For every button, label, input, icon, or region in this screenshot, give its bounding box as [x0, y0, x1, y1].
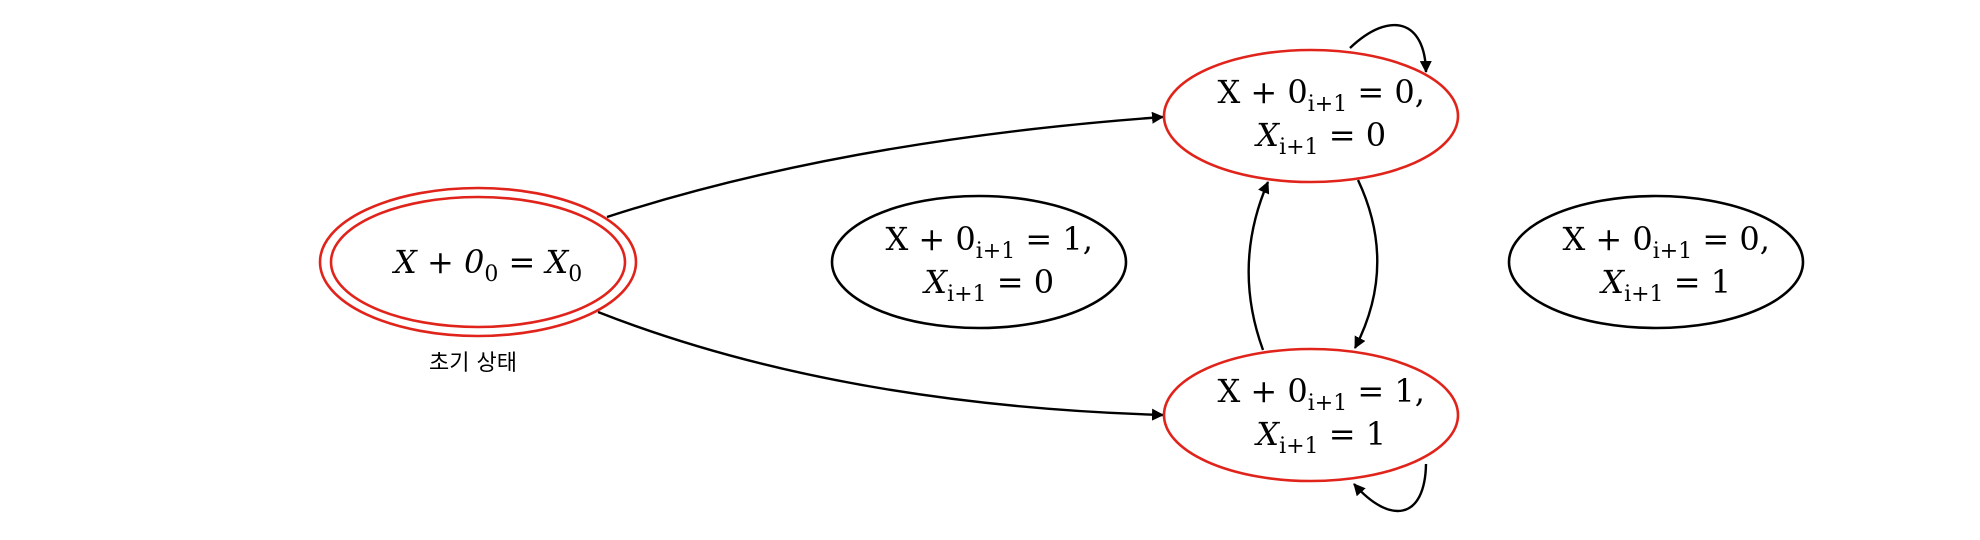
s10-line1-sub: i+1 [976, 239, 1015, 264]
s00-line1-sub: i+1 [1308, 92, 1347, 117]
s01-line1-sub: i+1 [1653, 239, 1692, 264]
state-s00-line2: Xi+1 = 0 [1185, 116, 1437, 160]
s11-line2-post: = 1 [1319, 415, 1387, 453]
s10-line1-post: = 1, [1015, 220, 1093, 258]
state-s11-line2: Xi+1 = 1 [1185, 415, 1437, 459]
state-s11-line1: X + 0i+1 = 1, [1146, 372, 1476, 416]
s01-line1-post: = 0, [1692, 220, 1770, 258]
s01-line1-pre: X + 0 [1562, 220, 1652, 258]
edge-s11-to-s00 [1247, 181, 1270, 351]
s00-line2-post: = 0 [1319, 116, 1387, 154]
s10-line1-pre: X + 0 [885, 220, 975, 258]
initial-state-caption: 초기 상태 [429, 351, 517, 376]
s11-line2-sub: i+1 [1279, 434, 1318, 459]
s00-line1-pre: X + 0 [1217, 73, 1307, 111]
s10-line2-pre: X [921, 263, 948, 301]
state-initial-label: X + 00 = X0 [323, 243, 633, 289]
edge-initial-to-s11 [597, 310, 1164, 421]
s11-line1-sub: i+1 [1308, 391, 1347, 416]
edge-s00-to-s11 [1353, 179, 1379, 349]
edge-s00-self-loop [1349, 23, 1432, 73]
initial-lhs-sub: 0 [484, 262, 498, 287]
s01-line2-pre: X [1598, 263, 1625, 301]
state-initial-inner-ring [329, 195, 627, 329]
s10-line2-sub: i+1 [947, 282, 986, 307]
s11-line2-pre: X [1253, 415, 1280, 453]
initial-rhs: X [543, 243, 570, 281]
state-s11: X + 0i+1 = 1, Xi+1 = 1 [1146, 347, 1476, 483]
state-s00-line1: X + 0i+1 = 0, [1146, 73, 1476, 117]
state-initial: X + 00 = X0 초기 상태 [318, 186, 638, 376]
state-s01-line2: Xi+1 = 1 [1530, 263, 1782, 307]
state-s00: X + 0i+1 = 0, Xi+1 = 0 [1146, 48, 1476, 184]
state-s01-ellipse [1507, 194, 1805, 330]
state-s10-line2: Xi+1 = 0 [853, 263, 1105, 307]
initial-eq: = [498, 243, 545, 281]
s10-line2-post: = 0 [987, 263, 1055, 301]
initial-lhs: X + 0 [391, 243, 484, 281]
s01-line2-sub: i+1 [1624, 282, 1663, 307]
state-s10-ellipse [830, 194, 1128, 330]
state-initial-outer-ring [318, 186, 638, 338]
edge-s11-self-loop [1353, 463, 1428, 513]
s01-line2-post: = 1 [1664, 263, 1732, 301]
state-s00-ellipse [1162, 48, 1460, 184]
state-s01: X + 0i+1 = 0, Xi+1 = 1 [1491, 194, 1821, 330]
initial-rhs-sub: 0 [568, 262, 582, 287]
edge-initial-to-s00 [606, 111, 1164, 219]
s00-line2-sub: i+1 [1279, 135, 1318, 160]
s00-line2-pre: X [1253, 116, 1280, 154]
state-s10: X + 0i+1 = 1, Xi+1 = 0 [814, 194, 1144, 330]
s00-line1-post: = 0, [1347, 73, 1425, 111]
state-s10-line1: X + 0i+1 = 1, [814, 220, 1144, 264]
state-s11-ellipse [1162, 347, 1460, 483]
state-s01-line1: X + 0i+1 = 0, [1491, 220, 1821, 264]
s11-line1-post: = 1, [1347, 372, 1425, 410]
s11-line1-pre: X + 0 [1217, 372, 1307, 410]
